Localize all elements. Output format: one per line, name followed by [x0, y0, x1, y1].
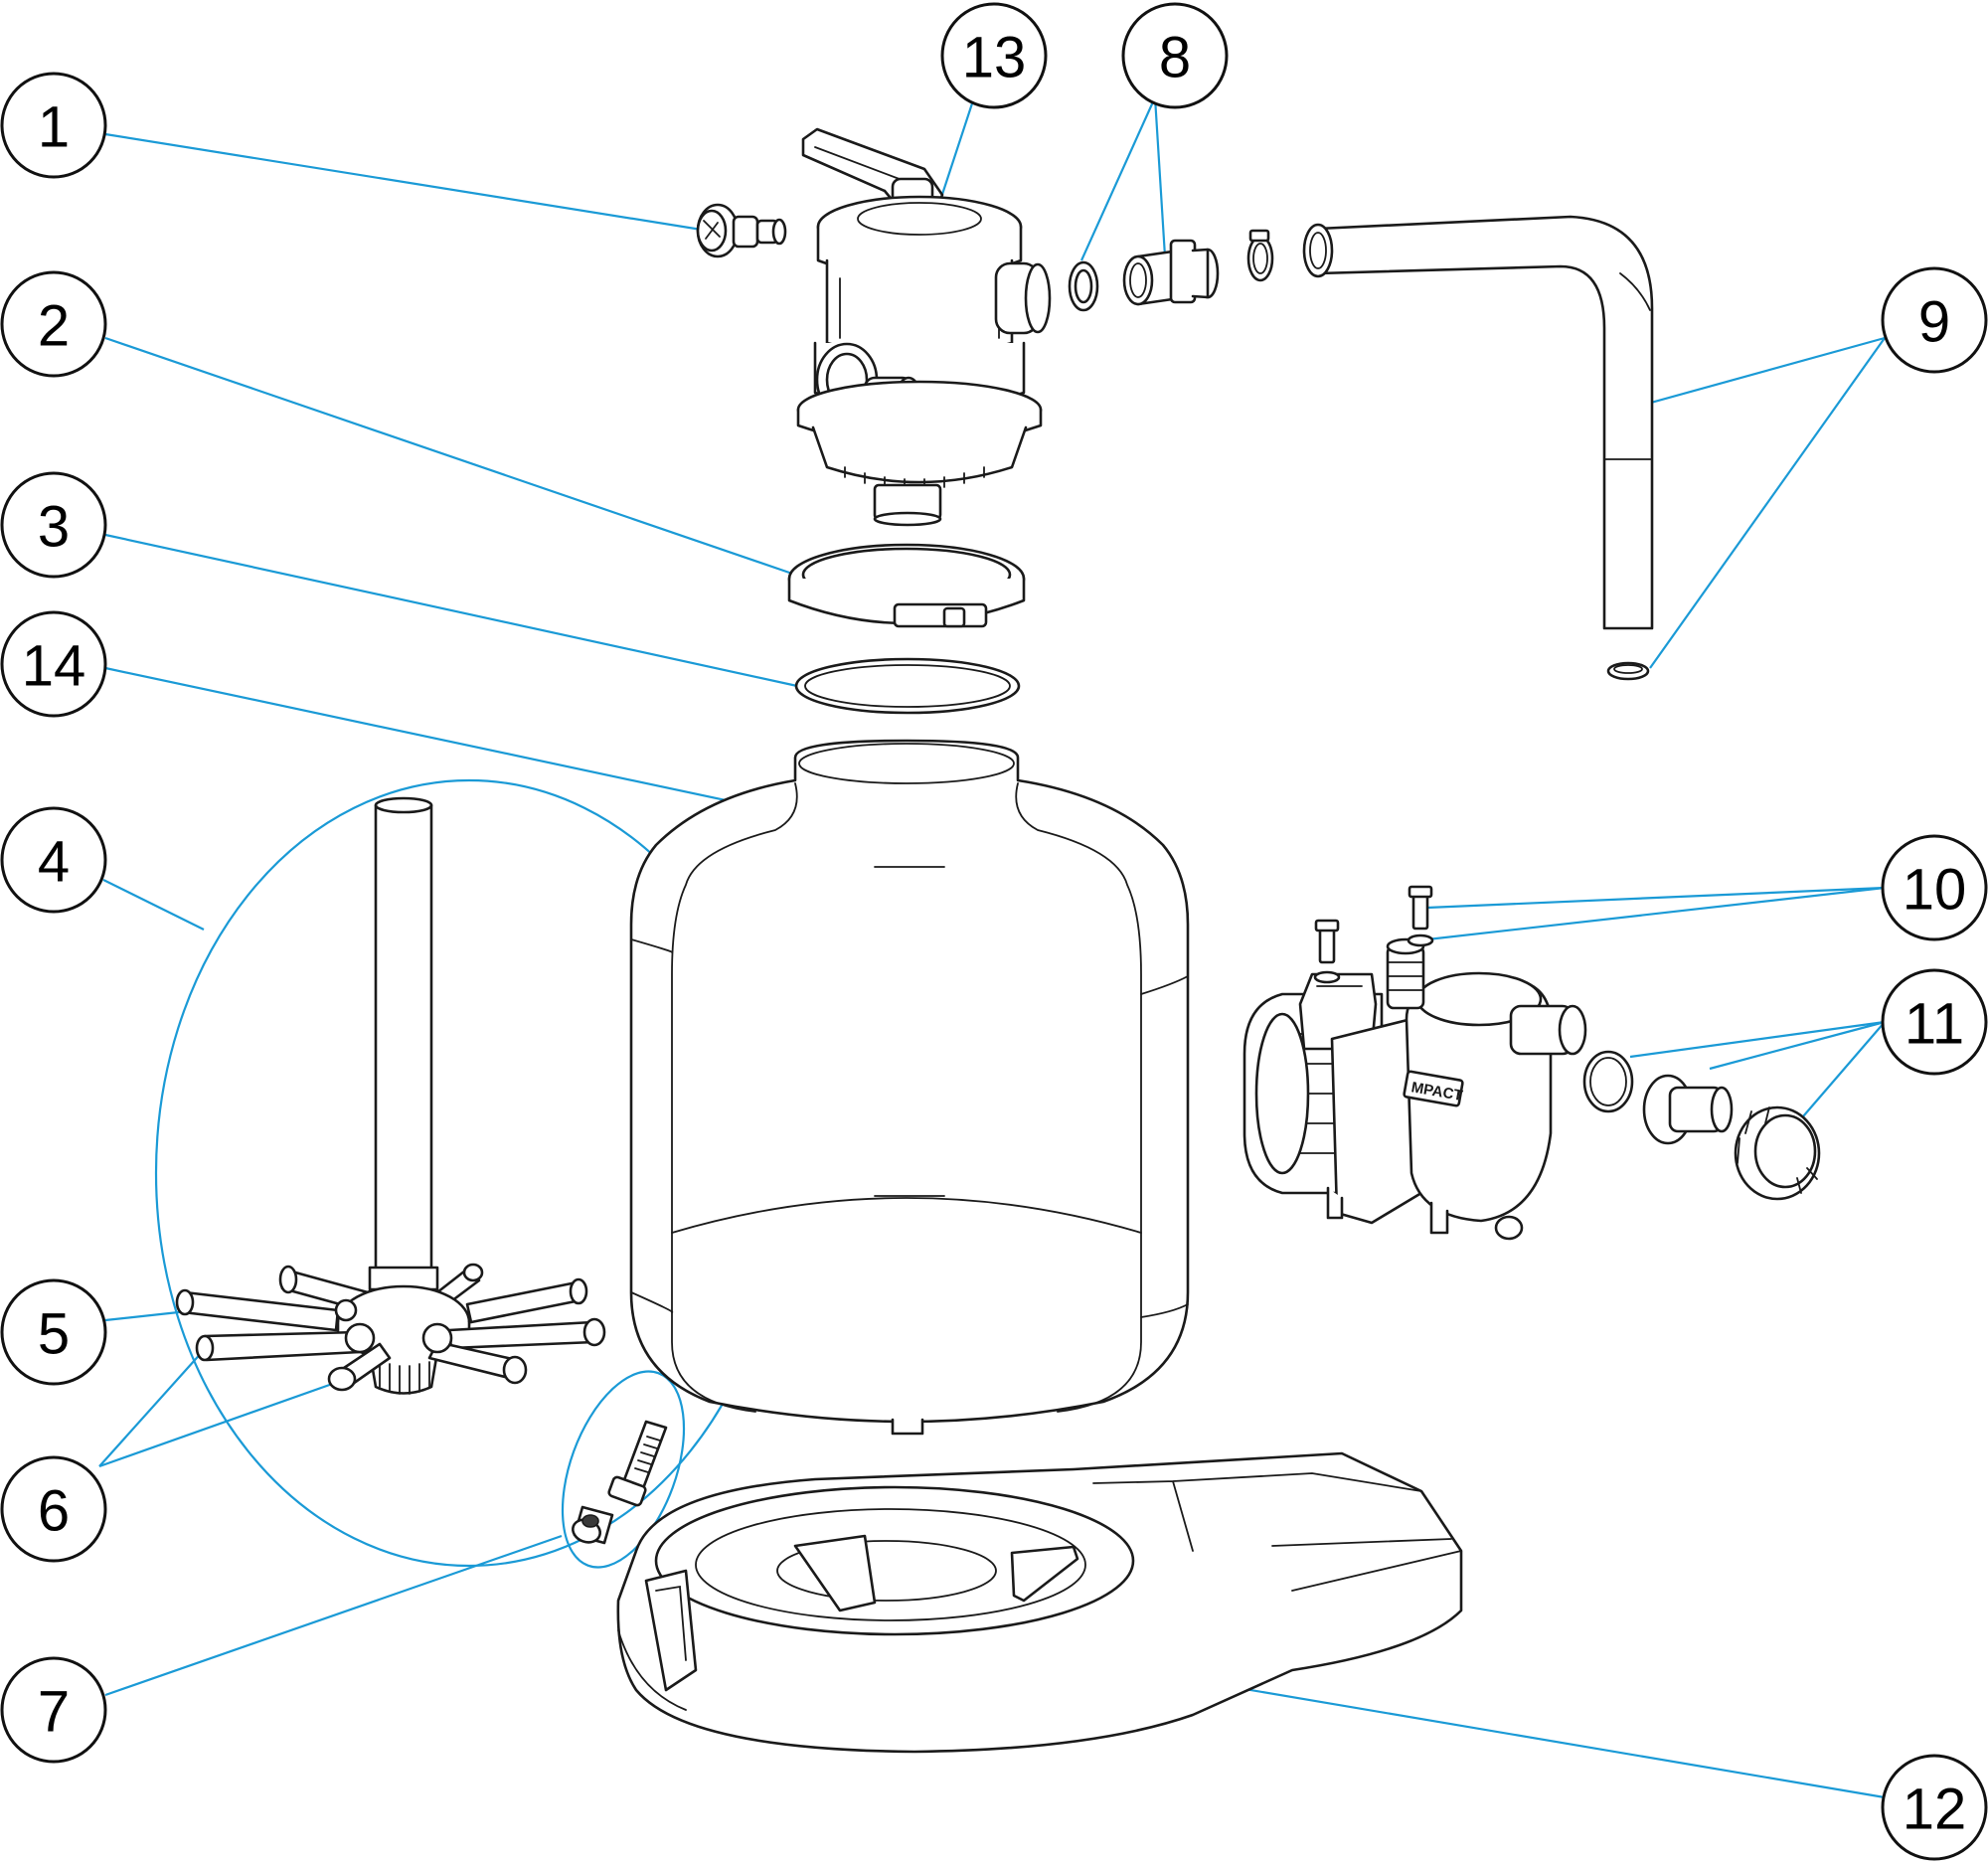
callout-4-label: 4: [38, 830, 70, 895]
leader-lines: [98, 96, 1886, 1799]
callout-1: 1: [0, 72, 107, 179]
callout-12: 12: [1881, 1754, 1988, 1861]
callout-3-label: 3: [38, 495, 70, 560]
pump: MPACT: [1242, 885, 1587, 1241]
union-fitting-set: [1068, 239, 1220, 312]
callout-12-label: 12: [1903, 1778, 1967, 1842]
callout-7: 7: [0, 1656, 107, 1764]
callout-13: 13: [940, 2, 1048, 109]
callout-14-label: 14: [22, 634, 86, 699]
leader-8b: [1153, 96, 1167, 257]
callout-10: 10: [1881, 834, 1988, 941]
tank-clamp-ring: [787, 543, 1026, 628]
pressure-gauge: [696, 203, 787, 258]
callout-14: 14: [0, 610, 107, 718]
leader-11b: [1709, 1020, 1886, 1071]
callout-2: 2: [0, 270, 107, 378]
leader-4: [102, 879, 205, 931]
callout-1-label: 1: [38, 95, 70, 160]
leader-2: [104, 336, 796, 577]
leader-9a: [1632, 336, 1886, 410]
leader-11a: [1629, 1020, 1886, 1059]
callout-9: 9: [1881, 266, 1988, 374]
hose-clamp-top: [1246, 229, 1274, 282]
callout-8-label: 8: [1159, 26, 1191, 90]
leader-9b: [1649, 337, 1886, 669]
leader-3: [104, 533, 798, 688]
tank-o-ring: [794, 657, 1021, 715]
leader-6b: [98, 1380, 339, 1468]
callout-10-label: 10: [1903, 858, 1967, 923]
callout-6-label: 6: [38, 1479, 70, 1544]
leader-12: [1132, 1668, 1886, 1799]
leader-6a: [98, 1349, 205, 1467]
callout-5: 5: [0, 1278, 107, 1386]
filter-tank: [629, 739, 1190, 1436]
multiport-valve: [796, 127, 1052, 527]
callout-9-label: 9: [1918, 290, 1950, 355]
callout-11-label: 11: [1905, 992, 1964, 1057]
filter-base: [616, 1451, 1463, 1754]
drain-plug: [572, 1420, 668, 1545]
callout-13-label: 13: [962, 26, 1027, 90]
pump-union-set: [1582, 1050, 1821, 1201]
callout-11: 11: [1881, 968, 1988, 1076]
drain-plug-group-outline: [561, 1370, 686, 1569]
callout-5-label: 5: [38, 1302, 70, 1367]
leader-11c: [1796, 1021, 1886, 1124]
connecting-hose: [1302, 215, 1654, 681]
leader-1: [104, 132, 709, 233]
callout-3: 3: [0, 471, 107, 579]
lateral-assembly: [175, 796, 606, 1395]
callout-2-label: 2: [38, 294, 70, 359]
callout-6: 6: [0, 1455, 107, 1563]
callout-8: 8: [1121, 2, 1229, 109]
leader-14: [104, 666, 773, 812]
leader-7: [104, 1534, 563, 1697]
leader-10b: [1426, 886, 1886, 941]
leader-8a: [1079, 96, 1157, 261]
callout-4: 4: [0, 806, 107, 914]
callout-7-label: 7: [38, 1680, 70, 1745]
leader-10a: [1426, 886, 1886, 910]
